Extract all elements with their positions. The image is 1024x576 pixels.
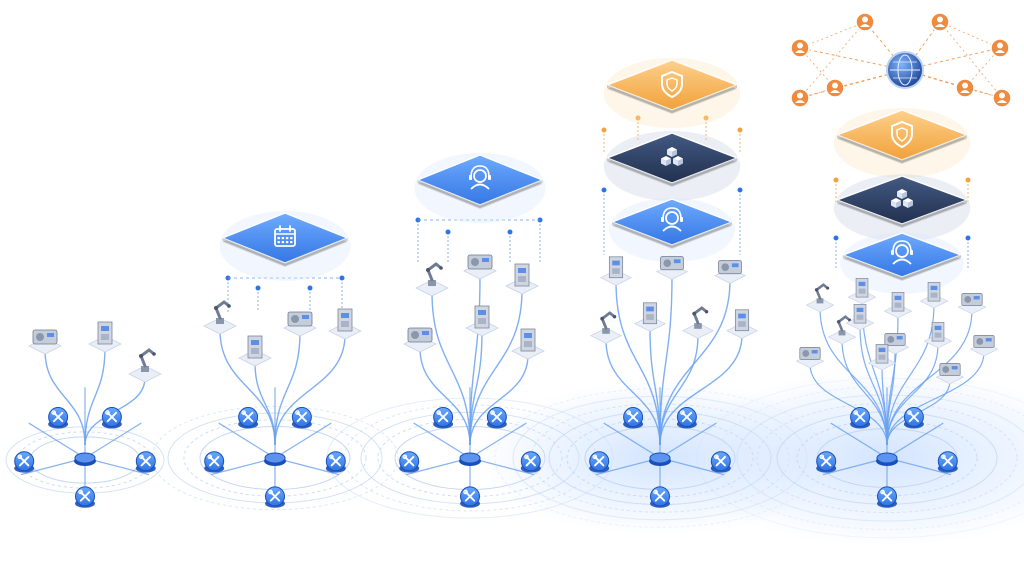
machine [329, 309, 361, 339]
tool-node [460, 487, 480, 508]
tool-node [292, 408, 312, 429]
tool-node [48, 408, 68, 429]
tool-node [326, 452, 346, 473]
tool-node [238, 408, 258, 429]
connector-dot [446, 230, 451, 235]
person-node [956, 79, 974, 97]
connector-line [940, 22, 1000, 48]
tool-node [14, 452, 34, 473]
machine [884, 292, 911, 318]
tool-node [850, 408, 870, 429]
layer-panel [414, 153, 545, 223]
layer-panel [609, 198, 735, 262]
layer-panel [834, 108, 971, 178]
machine [404, 328, 436, 352]
connector-line [275, 335, 345, 445]
connector-dot [602, 188, 607, 193]
machine [970, 336, 997, 356]
machine [506, 264, 538, 294]
connector-line [800, 22, 865, 48]
tool-node [877, 487, 897, 508]
machine [29, 330, 61, 354]
machine [683, 308, 713, 338]
person-node [993, 89, 1011, 107]
machine [204, 302, 236, 334]
tool-node [521, 452, 541, 473]
machine [466, 306, 498, 336]
tool-node [102, 408, 122, 429]
machine [715, 261, 745, 284]
machine [284, 312, 316, 336]
tool-node [677, 408, 697, 429]
machine [89, 322, 121, 352]
machine [846, 304, 873, 330]
connector-dot [602, 128, 607, 133]
layer-panel [834, 174, 971, 241]
machine [416, 264, 448, 296]
machine [239, 336, 271, 366]
tool-node [904, 408, 924, 429]
layer-panel [219, 211, 350, 281]
central-hub [74, 453, 96, 466]
tool-node [711, 452, 731, 473]
person-node [826, 79, 844, 97]
tool-node [265, 487, 285, 508]
tool-node [938, 452, 958, 473]
tool-node [487, 408, 507, 429]
central-hub [459, 453, 481, 466]
person-node [931, 13, 949, 31]
machine [796, 348, 823, 368]
tool-node [623, 408, 643, 429]
machine [806, 285, 833, 312]
tool-node [204, 452, 224, 473]
central-hub [876, 453, 898, 466]
connector-dot [308, 286, 313, 291]
tool-node [75, 487, 95, 508]
machine [601, 257, 631, 286]
central-hub [649, 453, 671, 466]
person-node [856, 13, 874, 31]
machine [958, 294, 985, 314]
connector-dot [834, 178, 839, 183]
tool-node [650, 487, 670, 508]
tool-node [136, 452, 156, 473]
tool-node [816, 452, 836, 473]
machine [924, 322, 951, 348]
connector-dot [508, 230, 513, 235]
layer-panel [604, 58, 741, 128]
connector-dot [834, 236, 839, 241]
tool-node [589, 452, 609, 473]
central-hub [264, 453, 286, 466]
connector-dot [966, 236, 971, 241]
connector-dot [256, 286, 261, 291]
person-node [791, 89, 809, 107]
connector-line [45, 350, 85, 445]
machine [464, 255, 496, 279]
connector-dot [738, 128, 743, 133]
machine [635, 303, 665, 332]
layer-panel [604, 131, 741, 201]
tool-node [433, 408, 453, 429]
tool-node [399, 452, 419, 473]
machine [727, 310, 757, 339]
machine [591, 313, 621, 343]
connector-line [255, 362, 275, 445]
machine [512, 329, 544, 359]
connector-dot [966, 178, 971, 183]
machine [657, 257, 687, 280]
globe-node [887, 52, 923, 88]
connector-dot [738, 188, 743, 193]
person-node [991, 39, 1009, 57]
machine [129, 350, 161, 382]
connector-line [85, 348, 105, 445]
person-node [791, 39, 809, 57]
